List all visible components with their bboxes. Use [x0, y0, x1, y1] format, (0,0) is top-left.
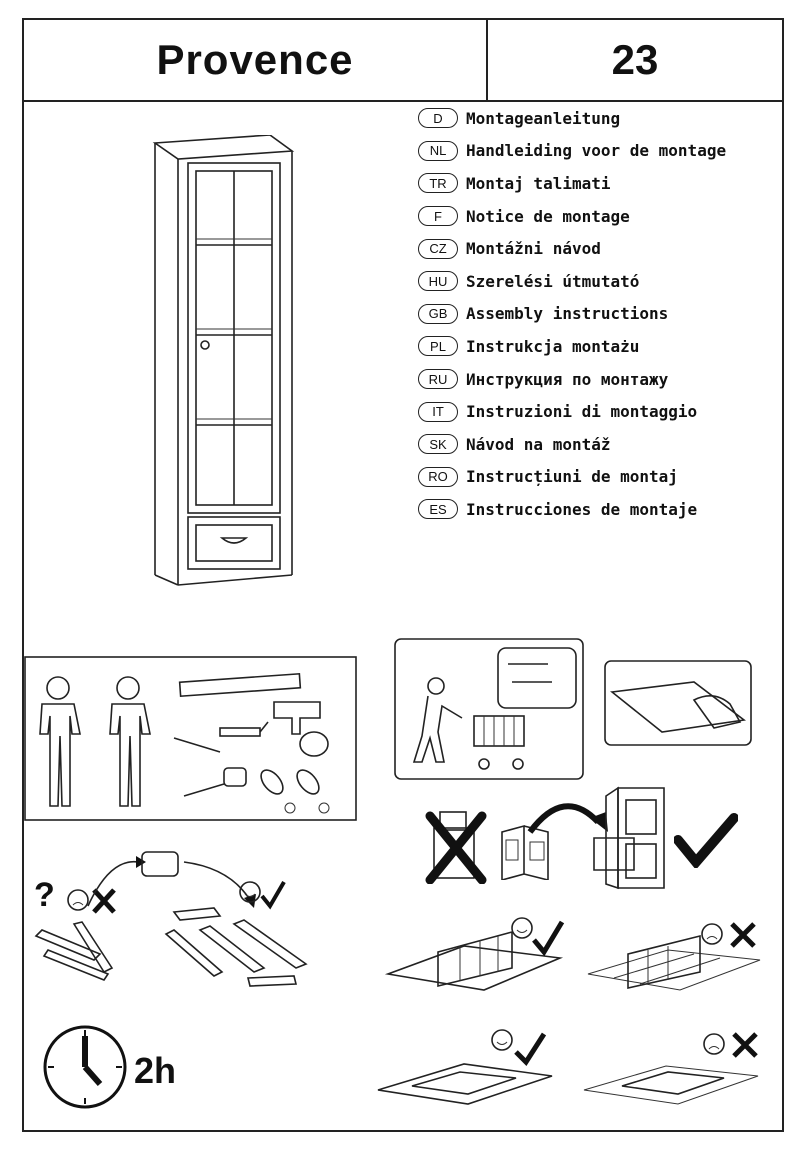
- product-title: Provence: [24, 20, 488, 100]
- panel-on-carpet-icon: [377, 1063, 553, 1105]
- product-number: 23: [611, 36, 659, 83]
- lang-text: Инструкция по монтажу: [466, 369, 669, 389]
- lang-text: Szerelési útmutató: [466, 271, 640, 291]
- cloth-wipe-icon: [604, 660, 752, 746]
- lang-code: HU: [418, 271, 458, 292]
- lang-text: Assembly instructions: [466, 304, 669, 324]
- language-list: D Montageanleitung NL Handleiding voor de …: [418, 102, 758, 526]
- lang-code: ES: [418, 499, 458, 520]
- language-item: CZ Montážni návod: [418, 232, 758, 265]
- lang-code: NL: [418, 140, 458, 161]
- lang-text: Montageanleitung: [466, 108, 621, 128]
- trash-cross-icon: [425, 811, 487, 884]
- arrow-icon: [527, 803, 608, 834]
- language-item: ES Instrucciones de montaje: [418, 493, 758, 526]
- clock-icon: [43, 1025, 127, 1109]
- smile-face-icon: [239, 880, 286, 910]
- lang-code: PL: [418, 336, 458, 357]
- page-frame: Provence 23: [22, 18, 784, 1132]
- language-item: GB Assembly instructions: [418, 298, 758, 331]
- boards-sorted-icon: [164, 907, 308, 987]
- language-item: RO Instrucțiuni de montaj: [418, 461, 758, 494]
- language-item: HU Szerelési útmutató: [418, 265, 758, 298]
- smile-face-icon: [511, 917, 565, 956]
- sad-face-icon: [703, 1032, 758, 1058]
- sad-face-icon: [701, 922, 756, 948]
- lang-text: Notice de montage: [466, 206, 630, 226]
- language-item: NL Handleiding voor de montage: [418, 135, 758, 168]
- lang-text: Instrucciones de montaje: [466, 499, 698, 519]
- lang-text: Montážni návod: [466, 239, 601, 259]
- furniture-on-carpet-icon: [384, 930, 564, 991]
- lang-text: Instrucțiuni de montaj: [466, 467, 678, 487]
- furniture-on-tiles-icon: [587, 934, 761, 991]
- file-cabinet-icon: [593, 786, 665, 890]
- lang-text: Instrukcja montażu: [466, 336, 640, 356]
- header: Provence 23: [24, 20, 782, 102]
- lang-code: SK: [418, 434, 458, 455]
- lang-code: RO: [418, 466, 458, 487]
- sad-face-icon: [67, 888, 116, 914]
- language-item: IT Instruzioni di montaggio: [418, 395, 758, 428]
- lang-code: TR: [418, 173, 458, 194]
- cabinet-illustration: [152, 135, 295, 586]
- lang-code: IT: [418, 401, 458, 422]
- smile-face-icon: [491, 1029, 547, 1066]
- shopping-cart-icon: [394, 638, 584, 780]
- booklet-icon: [501, 824, 549, 880]
- lang-code: F: [418, 206, 458, 227]
- language-item: SK Návod na montáž: [418, 428, 758, 461]
- boards-messy-icon: [34, 921, 114, 981]
- phone-icon: [87, 851, 256, 908]
- language-item: PL Instrukcja montażu: [418, 330, 758, 363]
- lang-code: GB: [418, 303, 458, 324]
- check-icon: [674, 813, 738, 868]
- panel-on-tiles-icon: [583, 1065, 759, 1105]
- language-item: F Notice de montage: [418, 200, 758, 233]
- question-mark: ?: [34, 876, 55, 914]
- lang-text: Montaj talimati: [466, 173, 611, 193]
- lang-text: Instruzioni di montaggio: [466, 402, 698, 422]
- lang-text: Handleiding voor de montage: [466, 141, 727, 161]
- lang-code: CZ: [418, 238, 458, 259]
- language-item: D Montageanleitung: [418, 102, 758, 135]
- workers-tools-icon: [24, 656, 357, 821]
- language-item: TR Montaj talimati: [418, 167, 758, 200]
- assembly-duration: 2h: [134, 1050, 177, 1091]
- lang-code: D: [418, 108, 458, 129]
- lang-text: Návod na montáž: [466, 434, 611, 454]
- lang-code: RU: [418, 369, 458, 390]
- language-item: RU Инструкция по монтажу: [418, 363, 758, 396]
